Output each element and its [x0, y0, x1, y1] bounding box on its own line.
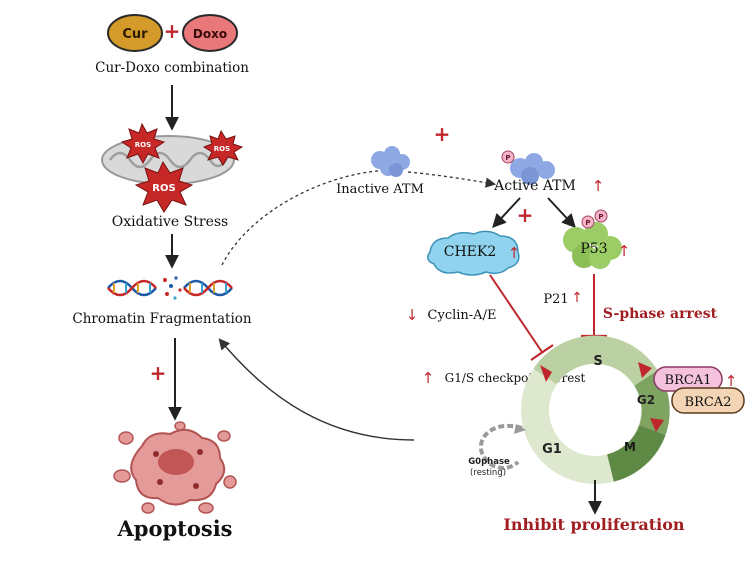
- apoptotic-cell-icon: [113, 421, 237, 514]
- brca1-label: BRCA1: [665, 373, 712, 388]
- brca2-label: BRCA2: [685, 395, 732, 410]
- inactive-atm-icon: [371, 146, 410, 177]
- fragmented-dna-icon: [107, 276, 233, 300]
- plus-sign-apoptosis: +: [150, 361, 167, 385]
- arrow-atm-to-chek2: [492, 197, 521, 229]
- doxo-node: Doxo: [182, 14, 238, 52]
- cur-node: Cur: [107, 14, 163, 52]
- ros-label-1: ROS: [135, 141, 151, 149]
- active-atm-icon: [510, 153, 555, 185]
- svg-text:P: P: [585, 219, 590, 227]
- dotted-arrow-atm-activation: [407, 171, 497, 188]
- cell-cycle-ring: [521, 335, 670, 484]
- inactive-atm-label: Inactive ATM: [336, 182, 424, 197]
- brca2-node: BRCA2: [671, 387, 745, 414]
- apoptosis-label: Apoptosis: [117, 516, 233, 541]
- brca1-up-arrow: ↑: [725, 372, 738, 390]
- p21-label: P21: [543, 292, 568, 307]
- svg-text:P: P: [598, 213, 603, 221]
- ros-label-big: ROS: [152, 183, 175, 194]
- ros-label-2: ROS: [214, 145, 230, 153]
- cyclin-down-arrow: ↓: [406, 306, 419, 324]
- svg-text:P: P: [505, 154, 510, 162]
- chromatin-label: Chromatin Fragmentation: [72, 311, 252, 327]
- phase-m-label: M: [624, 440, 636, 454]
- phospho-group-icon: P: [501, 150, 515, 164]
- active-atm-label: Active ATM: [493, 178, 576, 194]
- arrow-atm-to-p53: [547, 197, 576, 229]
- s-phase-arrest-label: S-phase arrest: [603, 306, 718, 322]
- g1s-up-arrow: ↑: [422, 369, 435, 387]
- phase-g2-label: G2: [637, 393, 655, 407]
- g0-phase-label: G0phase: [468, 457, 510, 467]
- plus-sign-top: +: [164, 19, 181, 43]
- doxo-label: Doxo: [193, 27, 227, 41]
- oxidative-stress-label: Oxidative Stress: [112, 214, 228, 230]
- ros-burst-icon: ROS: [202, 129, 244, 166]
- chek2-node: CHEK2: [427, 230, 520, 276]
- p53-node: P53: [563, 222, 622, 269]
- phase-s-label: S: [593, 354, 602, 369]
- plus-sign-atm: +: [434, 122, 451, 146]
- p53-label: P53: [580, 241, 607, 257]
- inhibit-proliferation-label: Inhibit proliferation: [503, 515, 685, 534]
- chek2-up-arrow: ↑: [508, 244, 521, 262]
- ros-burst-icon: ROS: [120, 122, 166, 165]
- brca1-node: BRCA1: [653, 366, 723, 392]
- ros-burst-icon: ROS: [134, 160, 194, 213]
- arrow-cycle-to-chromatin: [218, 338, 415, 441]
- phase-g1-label: G1: [542, 442, 562, 457]
- plus-sign-branch: +: [517, 203, 534, 227]
- g0-loop-arrow: [478, 424, 523, 470]
- chek2-label: CHEK2: [444, 244, 497, 260]
- cur-label: Cur: [122, 27, 148, 42]
- active-atm-up-arrow: ↑: [592, 177, 605, 195]
- phospho-group-icon: P: [594, 209, 608, 223]
- combination-label: Cur-Doxo combination: [95, 60, 249, 76]
- p21-up-arrow: ↑: [571, 290, 583, 306]
- phospho-group-icon: P: [581, 215, 595, 229]
- cyclin-label: Cyclin-A/E: [428, 308, 497, 323]
- g0-resting-label: (resting): [470, 468, 506, 478]
- dotted-link-dna-to-atm: [221, 169, 396, 266]
- inhibit-line-chek2: [489, 274, 543, 353]
- p53-up-arrow: ↑: [618, 242, 631, 260]
